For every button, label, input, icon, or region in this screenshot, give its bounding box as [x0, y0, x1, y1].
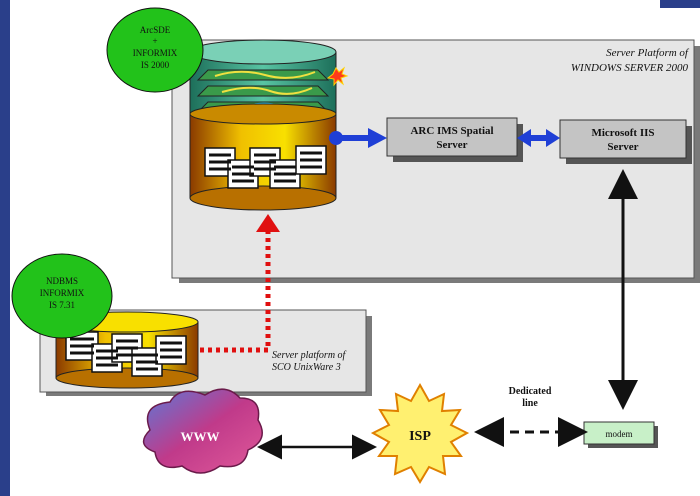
table-lines-ndbms — [70, 337, 182, 371]
arcsde-badge — [106, 7, 204, 93]
spatial-database-cylinder — [189, 39, 337, 211]
www-label: WWW — [181, 429, 220, 444]
isp-label: ISP — [409, 429, 431, 444]
arcims-server-box — [386, 117, 523, 162]
sco-platform-line1: Server platform of — [272, 350, 347, 361]
ndbms-line2: INFORMIX — [40, 288, 85, 298]
arcims-line2: Server — [436, 139, 467, 151]
sco-platform-line2: SCO UnixWare 3 — [272, 362, 341, 373]
arcims-line1: ARC IMS Spatial — [410, 125, 493, 137]
arcsde-line1: ArcSDE — [140, 25, 171, 35]
modem-box — [583, 421, 658, 448]
ndbms-line1: NDBMS — [46, 276, 78, 286]
replication-dotted-link — [200, 214, 280, 353]
isp-starburst — [370, 382, 470, 484]
top-strip — [10, 0, 660, 8]
arcims-iis-connector — [517, 129, 560, 147]
arcsde-line2: + — [152, 36, 157, 46]
iis-line1: Microsoft IIS — [591, 127, 654, 139]
table-lines-main — [209, 151, 322, 183]
iis-server-box — [559, 119, 692, 164]
db-to-arcims-connector — [329, 128, 387, 148]
ndbms-badge — [11, 253, 113, 339]
ndbms-line3: IS 7.31 — [49, 300, 75, 310]
arcsde-line4: IS 2000 — [141, 60, 170, 70]
server-platform-line2: WINDOWS SERVER 2000 — [571, 62, 689, 74]
spark-icon — [326, 66, 349, 87]
dedicated-line2: line — [522, 398, 538, 409]
modem-label: modem — [606, 429, 633, 439]
arcsde-line3: INFORMIX — [133, 48, 178, 58]
iis-line2: Server — [607, 141, 638, 153]
dedicated-line1: Dedicated — [509, 386, 552, 397]
server-platform-line1: Server Platform of — [606, 47, 690, 59]
